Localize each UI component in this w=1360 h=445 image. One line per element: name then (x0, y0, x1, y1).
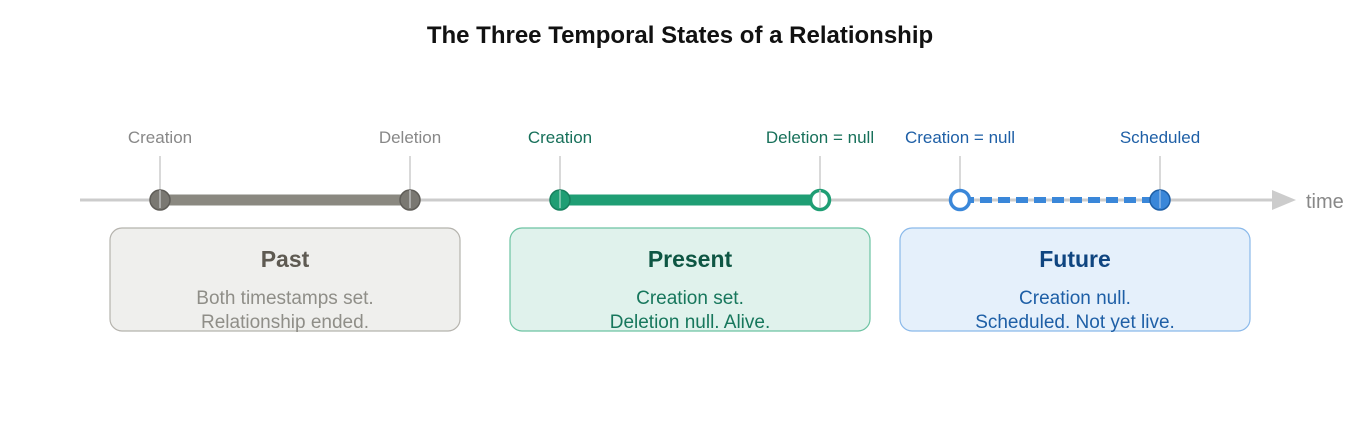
axis-arrow-icon (1272, 190, 1296, 210)
present-title: Present (648, 246, 733, 272)
past-card (109, 227, 461, 332)
past-end-label: Deletion (379, 128, 441, 147)
present-state: Creation Deletion = null Present Creatio… (509, 128, 874, 333)
past-title: Past (261, 246, 310, 272)
present-end-label: Deletion = null (766, 128, 874, 147)
past-line2: Relationship ended. (201, 312, 369, 333)
future-title: Future (1039, 246, 1111, 272)
future-line2: Scheduled. Not yet live. (975, 312, 1175, 333)
present-card (509, 227, 871, 332)
past-line1: Both timestamps set. (196, 288, 373, 309)
future-start-label: Creation = null (905, 128, 1015, 147)
future-creation-null-dot (948, 188, 972, 212)
future-state: Creation = null Scheduled Future Creatio… (899, 128, 1251, 333)
future-card (899, 227, 1251, 332)
future-line1: Creation null. (1019, 288, 1131, 309)
present-line2: Deletion null. Alive. (610, 312, 771, 333)
tick-lines (159, 156, 1161, 208)
present-line1: Creation set. (636, 288, 744, 309)
past-state: Creation Deletion Past Both timestamps s… (109, 128, 461, 333)
past-start-label: Creation (128, 128, 192, 147)
axis-label: time (1306, 191, 1344, 213)
present-start-label: Creation (528, 128, 592, 147)
future-end-label: Scheduled (1120, 128, 1200, 147)
diagram-title: The Three Temporal States of a Relations… (427, 22, 933, 49)
